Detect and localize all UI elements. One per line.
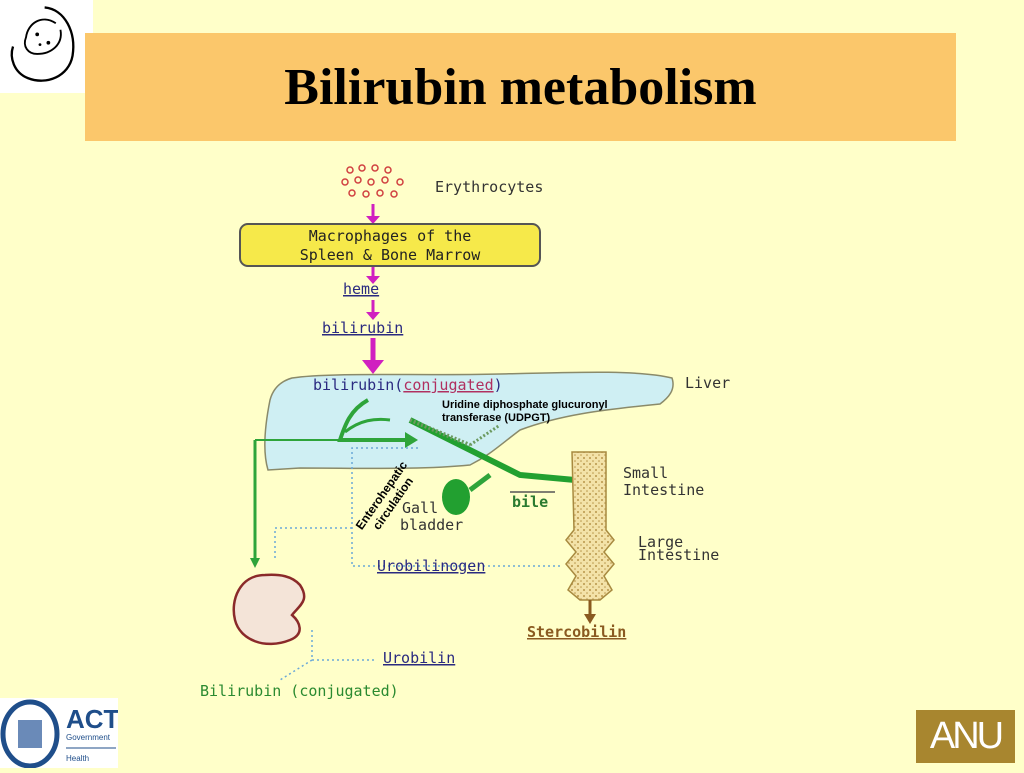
arrow-icon (362, 204, 384, 374)
enterohepatic-dotted-arrows (274, 447, 560, 681)
gall-bladder-shape (442, 479, 470, 515)
udpgt-label-1: Uridine diphosphate glucuronyl (442, 399, 608, 411)
bilirubin-label: bilirubin (322, 319, 403, 337)
macrophages-label-2: Spleen & Bone Marrow (300, 246, 482, 264)
svg-text:Government: Government (66, 733, 111, 742)
small-intestine-label-2: Intestine (623, 481, 704, 499)
erythrocytes-icon (341, 164, 404, 198)
large-intestine-label-2: Intestine (638, 546, 719, 564)
small-intestine-label-1: Small (623, 464, 668, 482)
slide-title: Bilirubin metabolism (284, 58, 757, 116)
macrophages-box (239, 223, 541, 267)
bile-flow-arrows (253, 398, 576, 562)
bladder-label: bladder (400, 516, 463, 534)
urobilin-label: Urobilin (383, 649, 455, 667)
fetus-logo (0, 0, 93, 93)
arrow-icon (250, 558, 260, 568)
erythrocytes-label: Erythrocytes (435, 178, 543, 196)
macrophages-label-1: Macrophages of the (309, 227, 472, 245)
gall-label: Gall (402, 499, 438, 517)
intestine-shape (565, 451, 615, 601)
svg-text:ACT: ACT (66, 704, 118, 734)
title-banner: Bilirubin metabolism (85, 33, 956, 141)
liver-shape (264, 371, 674, 471)
bile-label: bile (512, 493, 548, 511)
heme-label: heme (343, 280, 379, 298)
urobilinogen-label: Urobilinogen (377, 557, 485, 575)
anu-logo: ANU (916, 710, 1015, 763)
fetus-logo-icon (10, 6, 75, 82)
stercobilin-label: Stercobilin (527, 623, 626, 641)
arrow-icon (405, 432, 418, 448)
large-intestine-label-1: Large (638, 533, 683, 551)
svg-text:Health: Health (66, 754, 89, 763)
liver-label: Liver (685, 374, 730, 392)
kidney-icon (232, 573, 306, 646)
act-health-logo: ACT Government Health (0, 698, 120, 769)
bilirubin-conjugated-label: bilirubin(conjugated) (313, 376, 503, 394)
arrow-icon (584, 614, 596, 624)
udpgt-label-2: transferase (UDPGT) (442, 412, 551, 424)
act-crest-icon: ACT Government Health (0, 699, 120, 769)
bilirubin-urine-label: Bilirubin (conjugated) (200, 682, 399, 700)
